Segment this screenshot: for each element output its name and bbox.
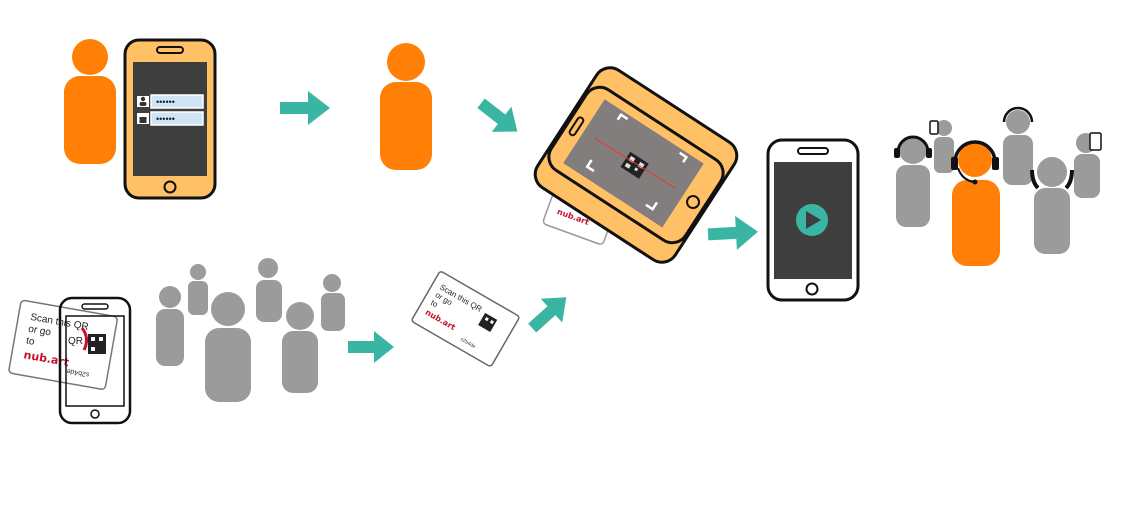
phone-icon: QR [58,296,132,425]
qr-card: Scan this QR or go to nub.art s2b4de [411,271,520,367]
person-icon [64,39,116,164]
play-icon[interactable] [796,204,828,236]
step-login: •••••• •••••• [64,38,217,200]
listener-group [894,106,1102,266]
print-card: Scan this QR or go to nub.art s2b4de [8,299,118,390]
person-icon [1034,157,1070,254]
arrow-icon [477,98,518,132]
card-line3: to [429,298,440,309]
password-field[interactable]: •••••• [137,111,204,126]
arrow-icon [280,91,330,125]
svg-text:QR: QR [68,336,83,347]
player-phone [766,138,860,302]
card-line3: to [25,336,36,348]
card-code: s2b4de [66,367,90,378]
crowd-icon [156,258,345,402]
card-line2: or go [27,324,52,339]
qr-code-icon [88,334,106,354]
scanner-phone [547,85,725,245]
headphones-icon [953,140,997,163]
person-icon [952,143,1000,266]
phone-icon: •••••• •••••• [123,38,217,200]
arrow-icon [528,297,567,333]
person-icon [896,136,930,227]
password-mask: •••••• [156,114,175,124]
phone-icon [1089,132,1102,151]
username-mask: •••••• [156,97,175,107]
headphones-icon [896,135,930,153]
person-icon [1003,110,1033,185]
headphones-icon [1002,106,1034,123]
arrow-icon [707,215,758,250]
phone-icon [929,120,939,135]
person-icon [934,120,954,173]
username-field[interactable]: •••••• [137,94,204,109]
lock-icon [139,117,147,123]
arrow-icon [348,331,394,363]
person-icon [380,43,432,170]
qr-code-icon [478,312,498,332]
earbuds-icon [1030,169,1074,190]
